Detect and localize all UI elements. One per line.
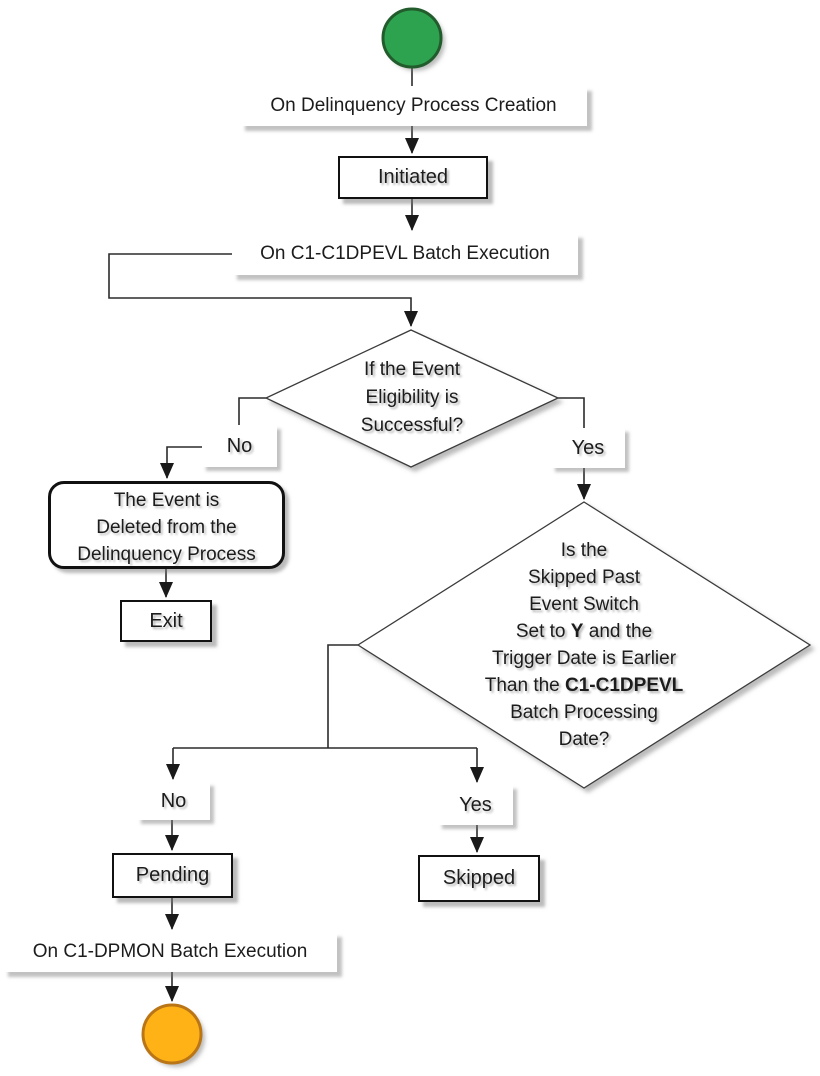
decision-line: Than the C1-C1DPEVL <box>464 672 704 699</box>
action-line: Deleted from the <box>96 517 237 538</box>
label-on-c1dpmon-batch-execution: On C1-DPMON Batch Execution <box>3 932 337 972</box>
decision-event-eligibility-shape <box>264 329 560 468</box>
label-text: On C1-C1DPEVL Batch Execution <box>260 243 550 264</box>
action-line: The Event is <box>113 490 220 511</box>
decision-skip-past-event-text: Is the Skipped Past Event Switch Set to … <box>464 537 704 753</box>
state-initiated: Initiated <box>338 156 488 199</box>
decision-line: Trigger Date is Earlier <box>491 648 677 669</box>
decision-skip-past-event-shape <box>356 501 812 789</box>
start-node <box>383 9 441 67</box>
label-on-delinquency-process-creation: On Delinquency Process Creation <box>240 86 587 126</box>
decision-line-part: Than the <box>484 675 566 696</box>
state-skipped: Skipped <box>418 855 540 902</box>
branch-text: No <box>226 434 253 457</box>
branch-eligibility-yes: Yes <box>551 428 625 468</box>
connector-dpevl-label-to-eligibility-decision <box>108 253 418 327</box>
decision-line: Eligibility is <box>365 387 459 408</box>
connector-no-to-event-deleted <box>160 446 202 479</box>
decision-line: Is the <box>560 540 608 561</box>
end-node-rim <box>141 1003 203 1065</box>
branch-eligibility-no: No <box>202 425 277 467</box>
branch-text: Yes <box>459 793 492 816</box>
decision-line: Successful? <box>360 415 464 436</box>
state-text: Skipped <box>442 867 516 889</box>
decision-line: Date? <box>558 729 610 750</box>
decision-line-part: and the <box>583 621 653 642</box>
connector-skip-decision-elbow <box>327 644 358 748</box>
decision-line-part-bold: C1-C1DPEVL <box>565 675 684 696</box>
state-text: Exit <box>149 609 183 632</box>
decision-line: Set to Y and the <box>464 618 704 645</box>
state-pending: Pending <box>112 853 233 898</box>
decision-line: Event Switch <box>529 594 639 615</box>
label-on-c1dpevl-batch-execution: On C1-C1DPEVL Batch Execution <box>232 233 578 275</box>
branch-text: No <box>160 789 187 812</box>
state-text: Pending <box>135 864 210 886</box>
start-node-rim <box>381 7 443 69</box>
action-line: Delinquency Process <box>77 544 256 565</box>
branch-skip-no: No <box>137 782 210 820</box>
connector-eligibility-to-no <box>238 397 266 425</box>
end-node <box>143 1005 201 1063</box>
label-text: On C1-DPMON Batch Execution <box>32 941 308 962</box>
decision-line: If the Event <box>363 359 461 380</box>
decision-line-part-bold: Y <box>570 621 584 642</box>
label-text: On Delinquency Process Creation <box>270 95 557 116</box>
branch-text: Yes <box>571 436 605 459</box>
decision-event-eligibility-text: If the Event Eligibility is Successful? <box>292 356 532 440</box>
decision-line-part: Set to <box>515 621 571 642</box>
decision-line: Batch Processing <box>510 702 658 723</box>
connector-eligibility-to-yes <box>558 397 585 428</box>
state-exit: Exit <box>120 600 212 642</box>
decision-line: Skipped Past <box>528 567 640 588</box>
action-event-deleted: The Event is Deleted from the Delinquenc… <box>48 481 285 569</box>
state-text: Initiated <box>377 166 449 188</box>
branch-skip-yes: Yes <box>438 785 513 825</box>
